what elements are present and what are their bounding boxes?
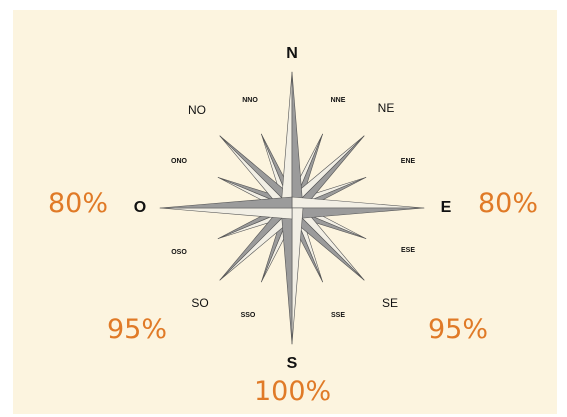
label-northeast: NE bbox=[378, 101, 395, 115]
point-west-light bbox=[159, 207, 293, 220]
label-west: O bbox=[134, 199, 146, 216]
label-north-northeast: NNE bbox=[331, 97, 346, 104]
point-west-shade bbox=[159, 196, 293, 209]
label-north-northwest: NNO bbox=[242, 97, 258, 104]
point-east-shade bbox=[291, 207, 425, 220]
point-south-light bbox=[291, 207, 304, 345]
point-north-shade bbox=[291, 71, 304, 209]
label-east: E bbox=[441, 199, 452, 216]
point-south-shade bbox=[280, 207, 293, 345]
label-northwest: NO bbox=[188, 103, 206, 117]
point-north-light bbox=[280, 71, 293, 209]
percent-southeast: 95% bbox=[428, 314, 489, 345]
label-south-southeast: SSE bbox=[331, 312, 345, 319]
percent-west: 80% bbox=[48, 188, 109, 219]
label-west-southwest: OSO bbox=[171, 249, 187, 256]
label-west-northwest: ONO bbox=[171, 158, 188, 165]
label-east-northeast: ENE bbox=[401, 158, 416, 165]
label-southeast: SE bbox=[382, 296, 398, 310]
point-east-light bbox=[291, 196, 425, 209]
label-south-southwest: SSO bbox=[241, 312, 256, 319]
compass-points bbox=[159, 71, 425, 345]
percent-south: 100% bbox=[254, 376, 332, 407]
label-north: N bbox=[286, 45, 298, 62]
label-south: S bbox=[287, 355, 298, 372]
percent-southwest: 95% bbox=[107, 314, 168, 345]
label-southwest: SO bbox=[191, 296, 208, 310]
label-east-southeast: ESE bbox=[401, 247, 415, 254]
percent-east: 80% bbox=[478, 188, 539, 219]
